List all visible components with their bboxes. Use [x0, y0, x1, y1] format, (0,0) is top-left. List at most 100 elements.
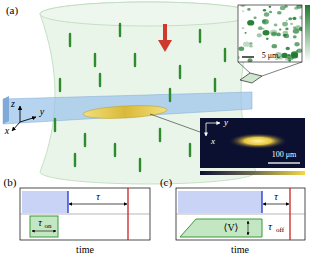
leader-line: [150, 114, 200, 132]
zoom-region: [240, 73, 262, 83]
speckle-ramp: [180, 219, 262, 237]
speckle-grain: [159, 129, 161, 141]
speckle-spot: [263, 22, 265, 24]
speckle-spot: [288, 17, 292, 20]
imaging-time: [127, 188, 128, 240]
speckle-spot: [243, 42, 250, 47]
speckle-spot: [247, 8, 250, 11]
speckle-spot: [253, 16, 256, 18]
speckle-spot: [257, 33, 262, 37]
imaging-time: [289, 188, 290, 240]
speckle-grain: [74, 154, 76, 166]
speckle-spot: [286, 20, 288, 22]
speckle-spot: [249, 42, 252, 45]
speckle-spot: [247, 20, 254, 26]
axis-label: x: [211, 137, 215, 146]
speckle-grain: [199, 30, 201, 42]
speckle-spot: [262, 19, 269, 24]
speckle-grain: [69, 34, 71, 46]
speckle-spot: [294, 42, 299, 46]
speckle-spot: [286, 47, 290, 50]
scale-bar: [242, 56, 254, 57]
speckle-spot: [290, 23, 293, 25]
leader-line: [262, 62, 302, 76]
speckle-spot: [240, 5, 245, 7]
speckle-spot: [262, 28, 264, 30]
speckle-spot: [296, 5, 302, 9]
beam-end: [3, 96, 9, 124]
speckle-grain: [214, 79, 216, 91]
light-direction-arrow: [163, 24, 167, 40]
speckle-spot: [293, 35, 297, 38]
speckle-spot: [245, 32, 247, 34]
amplitude-arrow: [248, 221, 249, 235]
duration-arrow: [32, 231, 56, 232]
speckle-spot: [285, 28, 288, 31]
ramp-label: τ: [268, 222, 272, 232]
colour-bar: [200, 171, 305, 175]
speckle-spot: [297, 48, 302, 52]
speckle-spot: [248, 58, 253, 62]
amplitude-label: ⟨V⟩: [223, 223, 238, 233]
speckle-spot: [281, 53, 287, 58]
speckle-spot: [293, 26, 296, 29]
speckle-spot: [274, 23, 278, 26]
trap-off-edge: [261, 191, 262, 213]
speckle-spot: [272, 44, 277, 48]
speckle-spot: [282, 22, 288, 27]
duration-subscript: on: [45, 223, 52, 230]
timing-divider: [176, 214, 305, 215]
timing-divider: [20, 214, 150, 215]
atom-cloud: [83, 104, 168, 120]
speckle-spot: [299, 27, 302, 31]
speckle-spot: [279, 29, 281, 31]
speckle-grain: [99, 74, 101, 86]
speckle-inset: [238, 5, 302, 62]
image-axes: [206, 123, 220, 136]
speckle-grain: [139, 159, 141, 171]
delay-label: τ: [274, 192, 278, 202]
speckle-spot: [287, 54, 294, 59]
beam-top: [40, 2, 256, 26]
axes: [12, 106, 36, 131]
speckle-grain: [224, 49, 226, 61]
speckle-spot: [242, 27, 245, 29]
speckle-spot: [258, 26, 263, 30]
leader-line: [238, 62, 250, 73]
speckle-grain: [59, 79, 61, 91]
speckle-spot: [277, 11, 282, 15]
axis-label: y: [40, 107, 44, 117]
axis-title: time: [76, 245, 94, 255]
speckle-spot: [264, 12, 269, 16]
speckle-grain: [189, 144, 191, 156]
axis-title: time: [231, 245, 249, 255]
inset-frame: [238, 5, 302, 62]
speckle-grain: [84, 134, 86, 146]
speckle-spot: [263, 30, 270, 36]
speckle-grain: [94, 54, 96, 66]
scale-label: 5 μm: [262, 52, 279, 60]
delay-arrow: [69, 204, 127, 205]
trap-pulse: [178, 191, 262, 213]
speckle-spot: [270, 30, 277, 36]
speckle-grain: [114, 144, 116, 156]
speckle-spot: [242, 10, 244, 12]
speckle-spot: [283, 31, 289, 35]
speckle-grain: [169, 89, 171, 101]
timing-frame: [176, 188, 305, 240]
speckle-spot: [263, 9, 266, 12]
speckle-grain: [54, 119, 56, 131]
arrow-head: [158, 40, 172, 52]
speckle-pattern: [238, 5, 302, 62]
colour-bar: [305, 5, 310, 62]
trap-off-edge: [67, 191, 68, 213]
timing-frame: [20, 188, 150, 240]
panel-label: (c): [160, 177, 172, 188]
scale-bar: [268, 162, 300, 163]
axis-label: z: [11, 99, 15, 109]
delay-label: τ: [96, 192, 100, 202]
axis-label: y: [224, 118, 228, 127]
speckle-spot: [284, 5, 288, 8]
